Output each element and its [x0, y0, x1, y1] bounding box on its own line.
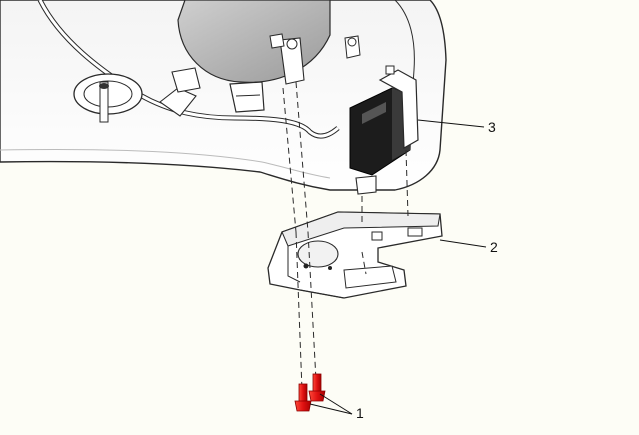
fasteners-part-1	[294, 373, 326, 412]
red-screw-icon	[308, 373, 326, 402]
callout-label-1: 1	[356, 405, 364, 421]
housing	[0, 0, 447, 191]
bracket-part-2	[267, 211, 443, 299]
module-part-3	[349, 65, 419, 195]
red-screw-icon	[294, 383, 312, 412]
callout-label-2: 2	[490, 239, 498, 255]
callout-label-3: 3	[488, 119, 496, 135]
leader-lines	[309, 119, 487, 415]
assembly-guide-lines	[282, 81, 409, 391]
